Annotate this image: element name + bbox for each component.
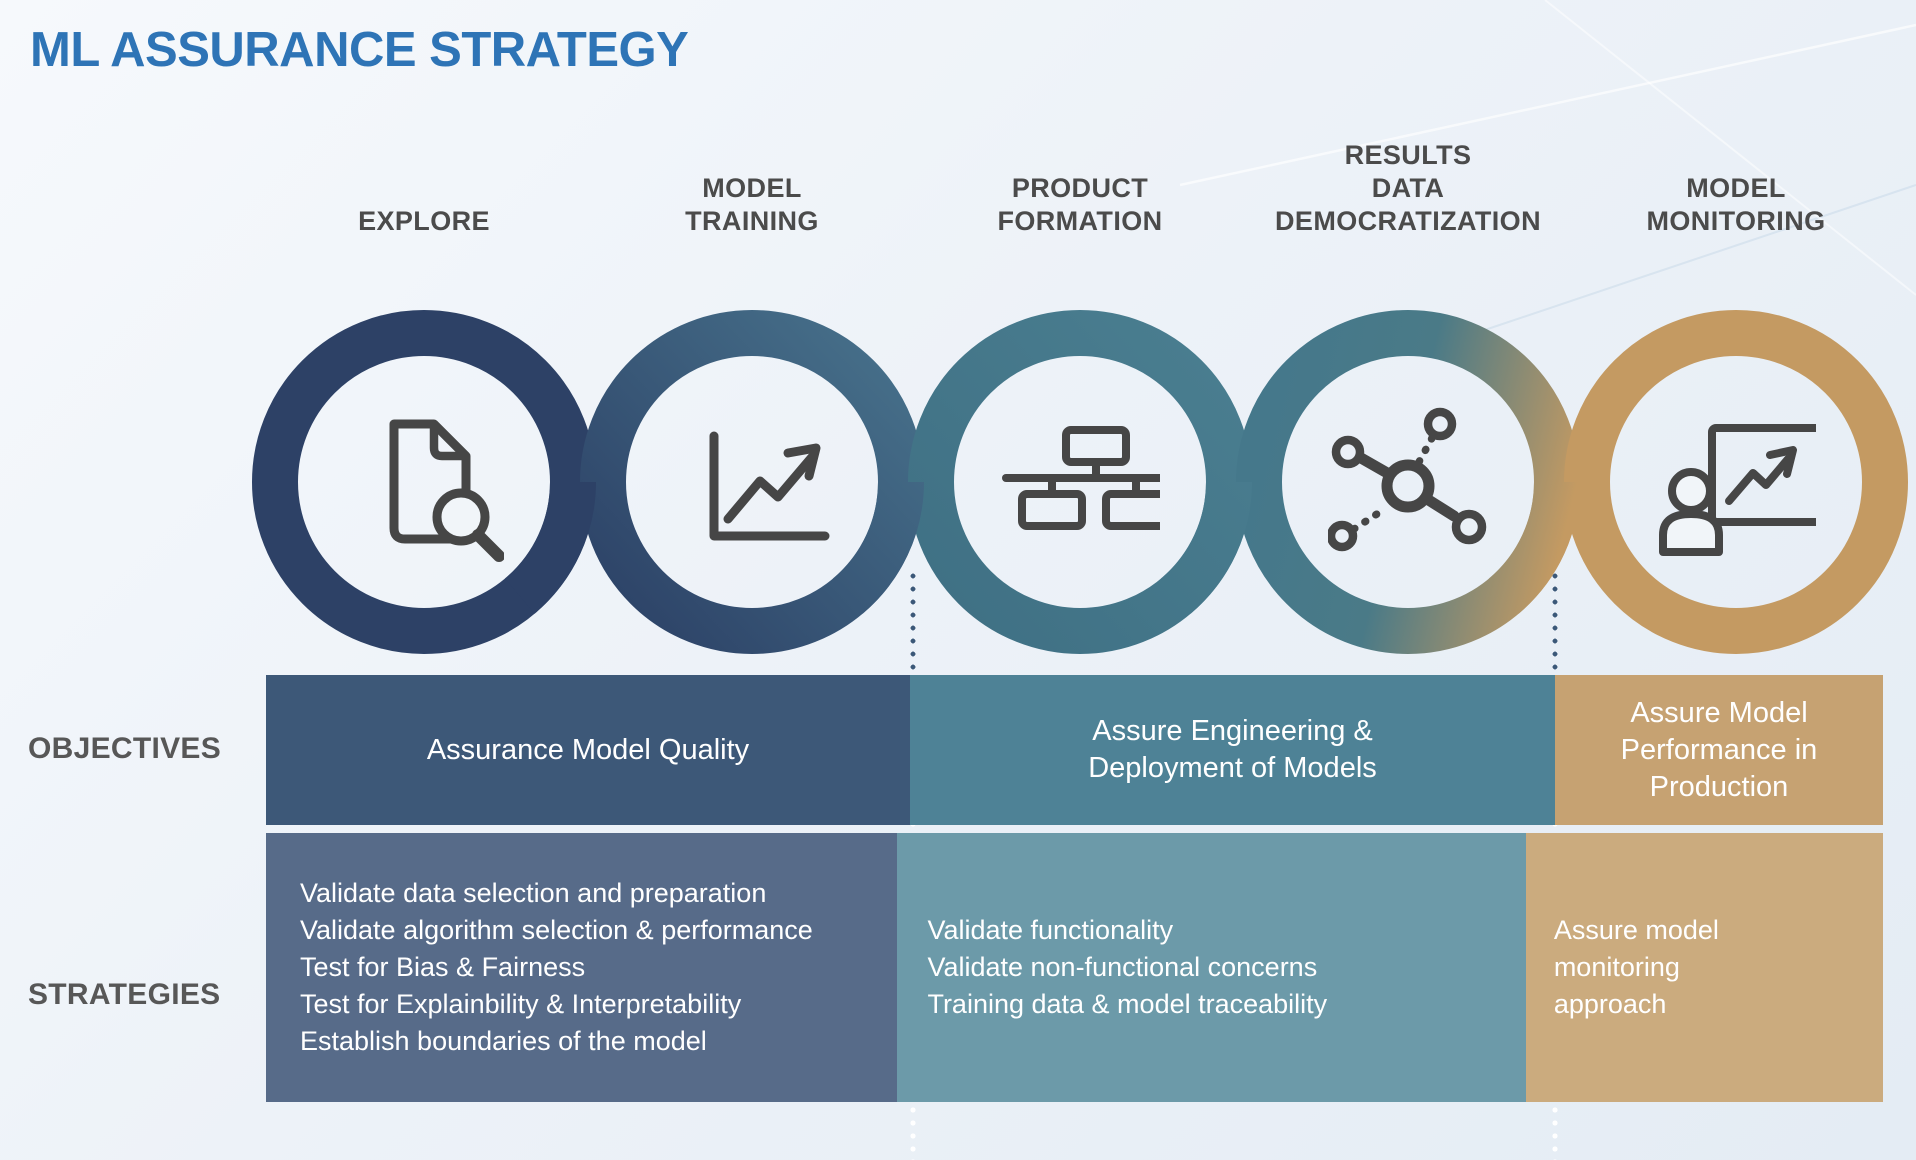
objective-cell-engineering-deployment: Assure Engineering & Deployment of Model…: [910, 675, 1555, 825]
row-label-strategies: STRATEGIES: [28, 978, 221, 1011]
row-label-objectives: OBJECTIVES: [28, 732, 222, 765]
stage-label-product-formation: PRODUCT FORMATION: [997, 173, 1163, 236]
objectives-band: Assurance Model Quality Assure Engineeri…: [266, 675, 1883, 825]
ring-explore-overlap-arc: [504, 481, 596, 614]
strategy-item: Training data & model traceability: [927, 989, 1328, 1019]
strategy-cell-model-quality: Validate data selection and preparation …: [266, 833, 898, 1102]
ring-model-training-overlap-arc: [832, 481, 924, 614]
strategy-cell-engineering-deployment: Validate functionality Validate non-func…: [897, 833, 1526, 1102]
strategies-band: Validate data selection and preparation …: [266, 833, 1884, 1102]
strategy-item: Validate algorithm selection & performan…: [300, 915, 813, 945]
strategy-item: Establish boundaries of the model: [300, 1026, 707, 1056]
ring-product-formation-overlap-arc: [1160, 481, 1252, 614]
stage-label-results-data-democratization: RESULTS DATA DEMOCRATIZATION: [1275, 140, 1541, 236]
objective-text: Assurance Model Quality: [426, 733, 750, 766]
stage-label-model-training: MODEL TRAINING: [685, 173, 819, 236]
strategy-item: Validate data selection and preparation: [300, 878, 767, 908]
objective-text: Assure Engineering & Deployment of Model…: [1088, 715, 1377, 784]
page-title: ML ASSURANCE STRATEGY: [30, 23, 689, 77]
presenter-chart-icon: [1659, 424, 1816, 556]
objective-cell-model-quality: Assurance Model Quality: [266, 675, 910, 825]
line-chart-icon: [709, 431, 830, 541]
dotted-separator-1-upper: [910, 570, 916, 675]
org-chart-icon: [1002, 426, 1160, 530]
dotted-separator-2-upper: [1552, 570, 1558, 675]
strategy-cell-monitoring: Assure model monitoring approach: [1525, 833, 1884, 1102]
objective-text: Assure Model Performance in Production: [1620, 696, 1818, 803]
network-icon: [1328, 407, 1487, 552]
document-search-icon: [389, 419, 504, 562]
ring-results-overlap-arc: [1488, 481, 1580, 614]
strategy-item: Validate functionality: [927, 915, 1174, 945]
ring-model-monitoring: [1564, 310, 1908, 654]
strategy-item: Test for Bias & Fairness: [300, 952, 586, 982]
stage-label-explore: EXPLORE: [358, 206, 490, 236]
objective-cell-performance-production: Assure Model Performance in Production: [1555, 675, 1883, 825]
strategy-item: Test for Explainbility & Interpretabilit…: [300, 989, 742, 1019]
strategy-item: Assure model monitoring approach: [1553, 915, 1719, 1019]
strategy-item: Validate non-functional concerns: [927, 952, 1318, 982]
stage-label-model-monitoring: MODEL MONITORING: [1646, 173, 1826, 236]
